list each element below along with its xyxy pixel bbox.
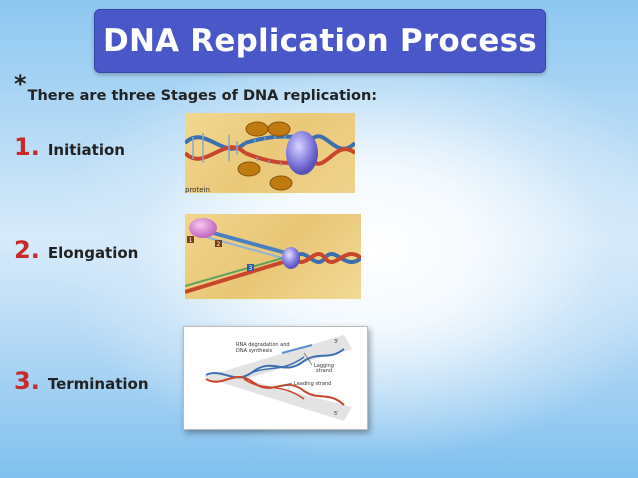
lagging-label-2: strand	[316, 368, 332, 374]
elongation-illustration: 1 2 3	[185, 214, 361, 299]
end-label-5: 5'	[334, 411, 339, 417]
end-label-3: 3'	[334, 339, 339, 345]
stage-label: Elongation	[47, 244, 139, 262]
intro-text: There are three Stages of DNA replicatio…	[27, 88, 378, 104]
leading-label: Leading strand	[294, 381, 331, 387]
elongation-tag: 2	[217, 241, 221, 248]
stage-label: Termination	[47, 375, 149, 393]
elongation-tag: 1	[189, 237, 193, 244]
stage-item-initiation: 1. Initiation	[14, 133, 125, 161]
asterisk-bullet: *	[14, 70, 27, 98]
initiation-caption: protein	[185, 186, 210, 193]
stage-item-termination: 3. Termination	[14, 367, 149, 395]
stage-number: 2.	[14, 236, 40, 264]
stage-number: 3.	[14, 367, 40, 395]
rna-label: RNA degradation and	[236, 342, 290, 348]
termination-illustration: RNA degradation and DNA synthesis Laggin…	[183, 326, 368, 430]
intro-line: *There are three Stages of DNA replicati…	[14, 70, 377, 104]
slide-title: DNA Replication Process	[94, 9, 546, 73]
initiation-illustration: protein	[185, 113, 355, 193]
stage-label: Initiation	[47, 141, 125, 159]
lagging-label: Lagging	[314, 363, 334, 369]
rna-label-2: DNA synthesis	[236, 348, 273, 354]
elongation-tag: 3	[249, 265, 253, 272]
stage-item-elongation: 2. Elongation	[14, 236, 138, 264]
stage-number: 1.	[14, 133, 40, 161]
